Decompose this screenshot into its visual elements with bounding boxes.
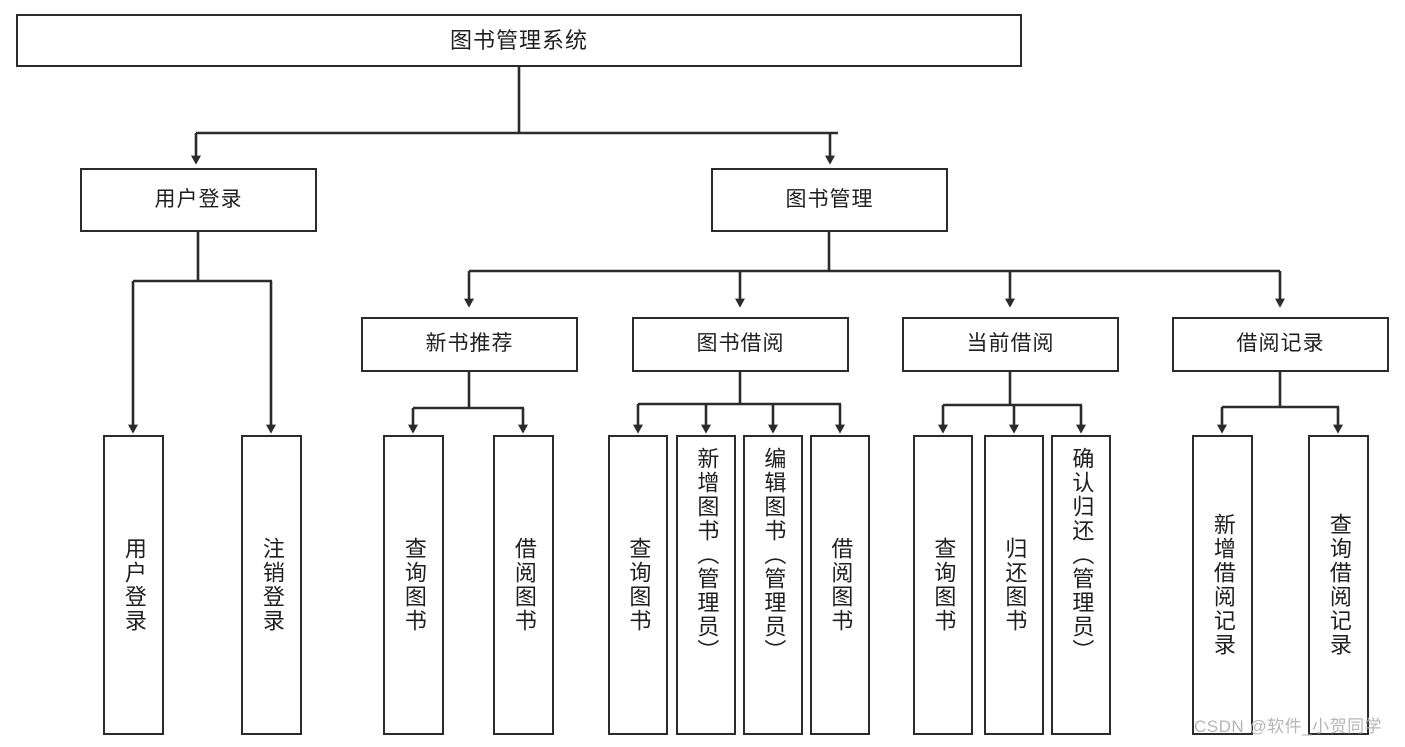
node-label: 图书借阅 bbox=[696, 332, 785, 356]
leaf-label: 新增借阅记录 bbox=[1210, 513, 1236, 657]
node-book-management[interactable]: 图书管理 bbox=[711, 168, 948, 232]
leaf-label: 归还图书 bbox=[1002, 537, 1028, 633]
leaf-label: 查询图书 bbox=[401, 537, 427, 633]
leaf-user-login-login[interactable]: 用户登录 bbox=[103, 435, 164, 735]
node-label: 用户登录 bbox=[154, 187, 243, 211]
csdn-watermark: CSDN @软件_小贺同学 bbox=[1194, 717, 1383, 736]
leaf-new-book-query-book[interactable]: 查询图书 bbox=[383, 435, 444, 735]
node-label: 借阅记录 bbox=[1236, 332, 1325, 356]
node-new-book-recommend[interactable]: 新书推荐 bbox=[361, 317, 578, 372]
leaf-current-borrow-query-book[interactable]: 查询图书 bbox=[913, 435, 973, 735]
leaf-new-book-borrow-book[interactable]: 借阅图书 bbox=[493, 435, 554, 735]
leaf-label: 查询图书 bbox=[931, 537, 957, 633]
node-book-borrow[interactable]: 图书借阅 bbox=[632, 317, 849, 372]
node-label: 当前借阅 bbox=[966, 332, 1055, 356]
node-current-borrow[interactable]: 当前借阅 bbox=[902, 317, 1119, 372]
leaf-label: 查询借阅记录 bbox=[1326, 513, 1352, 657]
leaf-label: 借阅图书 bbox=[511, 537, 537, 633]
leaf-label: 确认归还（管理员） bbox=[1069, 447, 1095, 663]
leaf-borrow-record-query-record[interactable]: 查询借阅记录 bbox=[1308, 435, 1369, 735]
leaf-book-borrow-add-book-admin[interactable]: 新增图书（管理员） bbox=[676, 435, 736, 735]
node-user-login[interactable]: 用户登录 bbox=[80, 168, 317, 232]
node-label: 图书管理系统 bbox=[449, 27, 588, 53]
leaf-label: 新增图书（管理员） bbox=[694, 447, 720, 663]
leaf-label: 查询图书 bbox=[626, 537, 652, 633]
leaf-book-borrow-borrow-book[interactable]: 借阅图书 bbox=[810, 435, 870, 735]
leaf-label: 用户登录 bbox=[121, 537, 147, 633]
leaf-label: 借阅图书 bbox=[828, 537, 854, 633]
node-label: 图书管理 bbox=[785, 187, 874, 211]
leaf-label: 编辑图书（管理员） bbox=[761, 447, 787, 663]
node-root-book-management-system[interactable]: 图书管理系统 bbox=[16, 14, 1022, 67]
node-label: 新书推荐 bbox=[425, 332, 514, 356]
leaf-label: 注销登录 bbox=[259, 537, 285, 633]
leaf-current-borrow-return-book[interactable]: 归还图书 bbox=[984, 435, 1044, 735]
node-borrow-record[interactable]: 借阅记录 bbox=[1172, 317, 1389, 372]
leaf-borrow-record-add-record[interactable]: 新增借阅记录 bbox=[1192, 435, 1253, 735]
leaf-current-borrow-confirm-return-admin[interactable]: 确认归还（管理员） bbox=[1051, 435, 1111, 735]
leaf-book-borrow-query-book[interactable]: 查询图书 bbox=[608, 435, 668, 735]
leaf-book-borrow-edit-book-admin[interactable]: 编辑图书（管理员） bbox=[743, 435, 803, 735]
leaf-user-login-logout[interactable]: 注销登录 bbox=[241, 435, 302, 735]
